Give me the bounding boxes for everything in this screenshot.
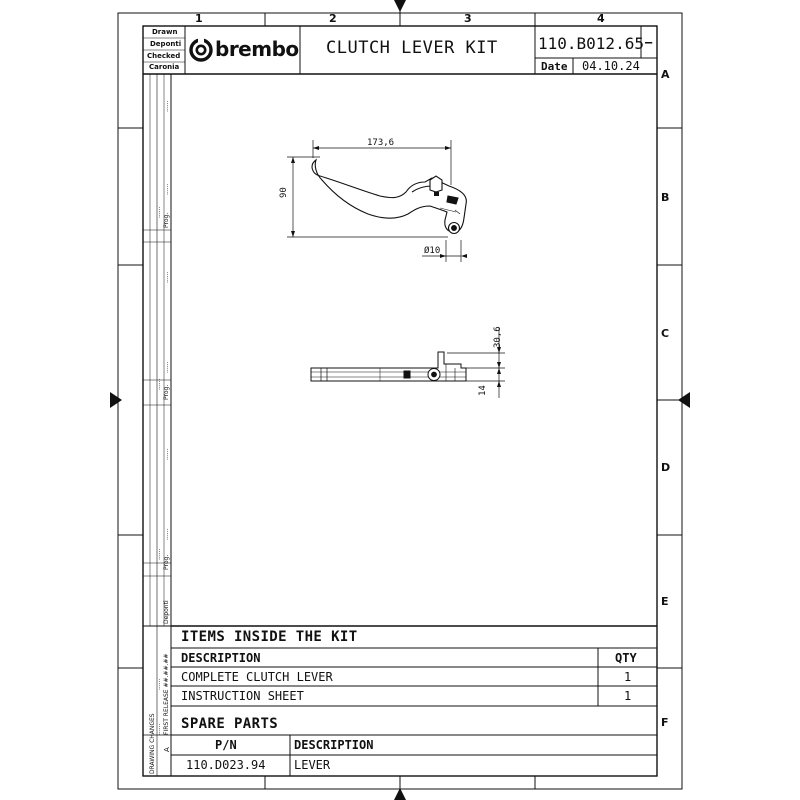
role-checked-name: Caronia bbox=[149, 63, 180, 71]
items-header-description: DESCRIPTION bbox=[181, 651, 261, 665]
row-letter-f: F bbox=[661, 716, 669, 729]
spare-section-title: SPARE PARTS bbox=[181, 716, 279, 732]
spare-row-1-description: LEVER bbox=[294, 758, 331, 772]
items-section-title: ITEMS INSIDE THE KIT bbox=[181, 629, 358, 645]
role-drawn-name: Deponti bbox=[150, 40, 182, 48]
revision-mark: – bbox=[645, 35, 653, 49]
items-row-1-description: COMPLETE CLUTCH LEVER bbox=[181, 670, 333, 684]
row-letter-d: D bbox=[661, 461, 671, 474]
brand-logo: brembo bbox=[188, 36, 299, 64]
row-letter-c: C bbox=[661, 327, 670, 340]
spare-header-pn: P/N bbox=[215, 738, 237, 752]
column-number-2: 2 bbox=[329, 12, 337, 25]
spare-header-description: DESCRIPTION bbox=[294, 738, 374, 752]
items-row-1-qty: 1 bbox=[624, 670, 632, 684]
items-row-2-description: INSTRUCTION SHEET bbox=[181, 689, 304, 703]
items-row-2-qty: 1 bbox=[624, 689, 632, 703]
spare-row-1-pn: 110.D023.94 bbox=[186, 758, 266, 772]
column-number-4: 4 bbox=[597, 12, 605, 25]
column-number-3: 3 bbox=[464, 12, 472, 25]
column-number-1: 1 bbox=[195, 12, 203, 25]
lever-side-view bbox=[310, 351, 467, 382]
role-checked-label: Checked bbox=[147, 52, 181, 60]
dimension-thickness-b: 14 bbox=[478, 385, 488, 396]
row-letter-a: A bbox=[661, 68, 670, 81]
dimension-length: 173,6 bbox=[367, 138, 395, 148]
items-header-qty: QTY bbox=[615, 651, 637, 665]
date-value: 04.10.24 bbox=[582, 59, 640, 73]
drawing-title: CLUTCH LEVER KIT bbox=[326, 38, 498, 58]
row-letter-e: E bbox=[661, 595, 669, 608]
role-drawn-label: Drawn bbox=[152, 28, 178, 36]
date-label: Date bbox=[541, 60, 568, 73]
dimension-diameter: Ø10 bbox=[424, 246, 441, 256]
row-letter-b: B bbox=[661, 191, 670, 204]
dimension-height: 90 bbox=[279, 187, 289, 198]
part-code: 110.B012.65 bbox=[538, 34, 644, 53]
brembo-mark-icon bbox=[189, 37, 213, 62]
dimension-thickness-a: 30,6 bbox=[493, 326, 503, 348]
lever-top-view bbox=[311, 158, 467, 235]
brand-wordmark: brembo bbox=[215, 37, 299, 61]
